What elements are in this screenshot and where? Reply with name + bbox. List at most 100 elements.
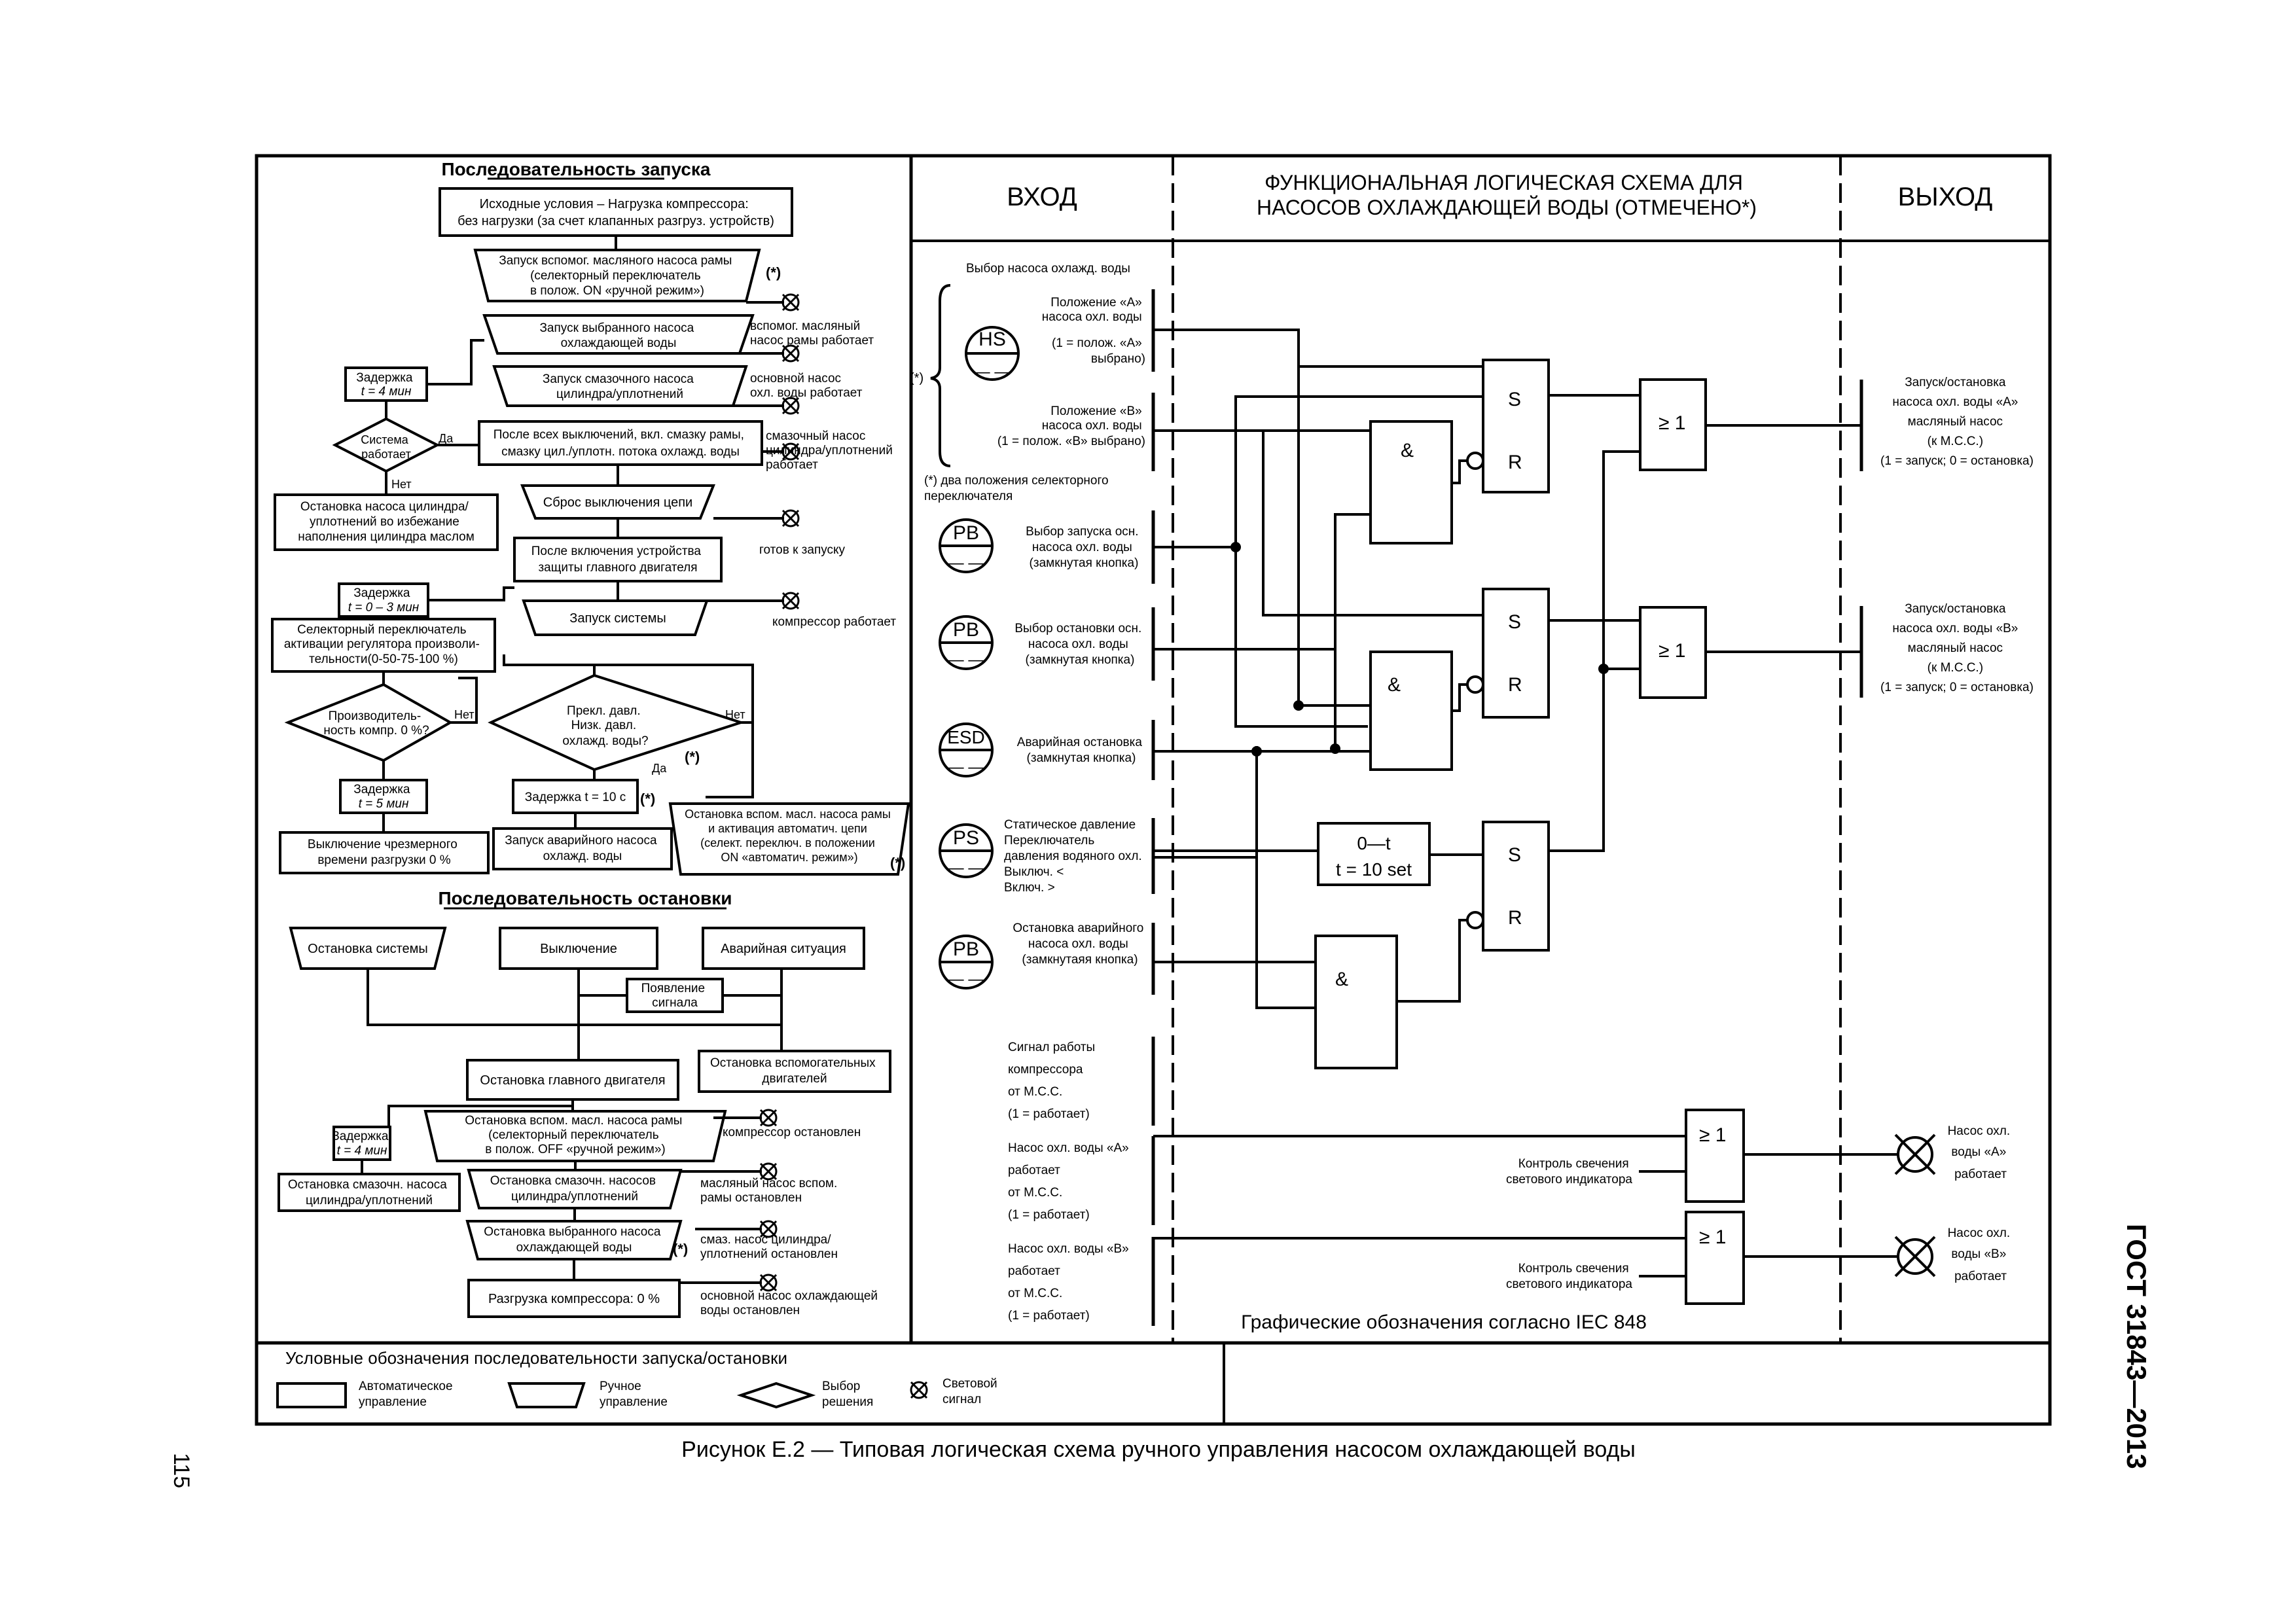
start-sys-text: Запуск системы (569, 611, 666, 626)
or-b-label: ≥ 1 (1659, 640, 1685, 662)
pumpB-run-text: Насос охл. воды «В» работает от М.С.С. (… (1008, 1242, 1132, 1323)
legend-light-text: Световой сигнал (942, 1377, 1001, 1406)
delay03-text: Задержка t = 0 – 3 мин (348, 586, 420, 615)
oil-stopped-text: масляный насос вспом. рамы остановлен (700, 1177, 841, 1205)
outputs: Запуск/остановка насоса охл. воды «А» ма… (1880, 376, 2034, 1283)
and-gate-b (1369, 651, 1453, 771)
sr-b-s: S (1508, 611, 1521, 633)
stop-main-text: Остановка главного двигателя (480, 1073, 665, 1088)
svg-text:— —: — — (948, 554, 984, 572)
delay5-text: Задержка t = 5 мин (353, 783, 414, 811)
selector-text: Селекторный переключатель активации регу… (284, 623, 483, 666)
after-all-box (478, 420, 763, 466)
light-signal-icon (781, 344, 800, 363)
shutdown-title: Последовательность остановки (439, 888, 732, 908)
svg-text:— —: — — (948, 859, 984, 877)
or-c-label: ≥ 1 (1699, 1124, 1726, 1146)
emerg-pump-text: Запуск аварийного насоса охлажд. воды (505, 834, 660, 863)
yes-2: Да (652, 762, 667, 775)
signal-text: Появление сигнала (641, 982, 709, 1010)
stop-lube2-box (278, 1173, 461, 1212)
logic-header: ФУНКЦИОНАЛЬНАЯ ЛОГИЧЕСКАЯ СХЕМА ДЛЯ НАСО… (1257, 171, 1757, 219)
emerg-pump-box (492, 827, 673, 870)
off-unload-box (279, 831, 490, 874)
switch-off-text: Выключение (540, 942, 617, 956)
negation-c (1466, 911, 1484, 929)
sr-flipflop-c (1482, 821, 1550, 952)
stop-sel-box (465, 1220, 683, 1260)
light-signal-icon (759, 1109, 778, 1127)
capacity-text: Производитель- ность компр. 0 %? (323, 709, 429, 738)
or-gate-d (1685, 1211, 1745, 1305)
light-signal-icon (781, 397, 800, 415)
sig2-text: основной насос охл. воды работает (750, 372, 863, 400)
stop-lube-box (274, 493, 499, 551)
stop-aux-auto-box (668, 802, 910, 876)
startup-sequence: Последовательность запуска Исходные усло… (271, 159, 910, 876)
timer-line1: 0—t (1357, 833, 1391, 853)
and-a-label: & (1401, 440, 1414, 461)
posA-text: Положение «А» насоса охл. воды (1 = поло… (1042, 296, 1145, 366)
and-gate-c (1314, 935, 1398, 1069)
unload-text: Разгрузка компрессора: 0 % (488, 1292, 660, 1306)
light-signal-icon (1885, 1236, 1936, 1277)
low-press-text: Прекл. давл. Низк. давл. охлажд. воды? (562, 704, 648, 748)
pb-stop-text: Выбор остановки осн. насоса охл. воды (з… (1014, 622, 1145, 667)
light-signal-icon (781, 592, 800, 610)
reset-box (520, 484, 715, 520)
start-sys-box (522, 599, 709, 636)
star-3: (*) (640, 791, 655, 807)
initial-box (439, 187, 793, 237)
sr-a-r: R (1508, 452, 1522, 473)
stop-sel-text: Остановка выбранного насоса охлаждающей … (484, 1225, 664, 1255)
initial-text: Исходные условия – Нагрузка компрессора:… (457, 197, 774, 228)
outB-text: Запуск/остановка насоса охл. воды «В» ма… (1880, 602, 2034, 694)
inputs: Выбор насоса охлажд. воды (*) HS — — Пол… (910, 262, 1155, 1326)
pumpA-run-text: Насос охл. воды «А» работает от М.С.С. (… (1008, 1141, 1132, 1222)
and-b-label: & (1388, 674, 1401, 696)
and-c-label: & (1335, 969, 1348, 990)
pb-start-text: Выбор запуска осн. насоса охл. воды (зам… (1026, 525, 1142, 570)
light-signal-icon (1885, 1133, 1936, 1175)
after-all-text: После всех выключений, вкл. смазку рамы,… (493, 428, 748, 459)
output-header: ВЫХОД (1898, 183, 1993, 211)
sr-c-r: R (1508, 907, 1522, 929)
stop-lube-text: Остановка насоса цилиндра/ уплотнений во… (298, 500, 475, 544)
lube-text: Запуск смазочного насоса цилиндра/уплотн… (543, 372, 697, 401)
stop-aux-box (698, 1050, 891, 1093)
logic-wiring: & & & S R S R S R 0—t t = 10 set ≥ 1 ≥ 1 (1153, 329, 1936, 1333)
light-signal-icon (759, 1274, 778, 1292)
stop-sys-text: Остановка системы (308, 942, 428, 956)
comp-stopped-text: компрессор остановлен (723, 1126, 861, 1139)
comp-running-text: компрессор работает (772, 615, 896, 629)
legend-manual-text: Ручное управление (600, 1380, 668, 1409)
brace-shape (930, 284, 951, 467)
light-signal-icon (759, 1220, 778, 1238)
star-5: (*) (673, 1241, 688, 1257)
svg-text:— —: — — (975, 363, 1011, 381)
off-unload-text: Выключение чрезмерного времени разгрузки… (308, 838, 461, 867)
lampB-text: Насос охл. воды «В» работает (1948, 1226, 2014, 1283)
outA-text: Запуск/остановка насоса охл. воды «А» ма… (1880, 376, 2034, 468)
sr-flipflop-b (1482, 588, 1550, 719)
esd-text: Аварийная остановка (замкнутая кнопка) (1017, 736, 1145, 765)
stop-aux-oil-box (423, 1110, 727, 1162)
no-2: Нет (454, 708, 475, 721)
pb-emerg-text: Остановка аварийного насоса охл. воды (з… (1013, 921, 1147, 967)
svg-text:— —: — — (948, 651, 984, 669)
pb-start-label: PB (953, 522, 979, 544)
emergency-box (702, 927, 865, 970)
sr-a-s: S (1508, 389, 1521, 410)
svg-text:— —: — — (948, 758, 984, 776)
lamp-ctrl-a: Контроль свечения светового индикатора (1506, 1157, 1632, 1186)
after-prot-text: После включения устройства защиты главно… (531, 544, 705, 575)
or-d-label: ≥ 1 (1699, 1226, 1726, 1248)
ps-label: PS (953, 827, 979, 849)
stop-aux-auto-text: Остановка вспом. масл. насоса рамы и акт… (685, 808, 894, 864)
no-3: Нет (725, 708, 745, 721)
pb-stop-label: PB (953, 619, 979, 641)
two-pos-text: (*) два положения селекторного переключа… (924, 474, 1112, 503)
star-4: (*) (890, 855, 905, 871)
timer-line2: t = 10 set (1336, 859, 1412, 880)
